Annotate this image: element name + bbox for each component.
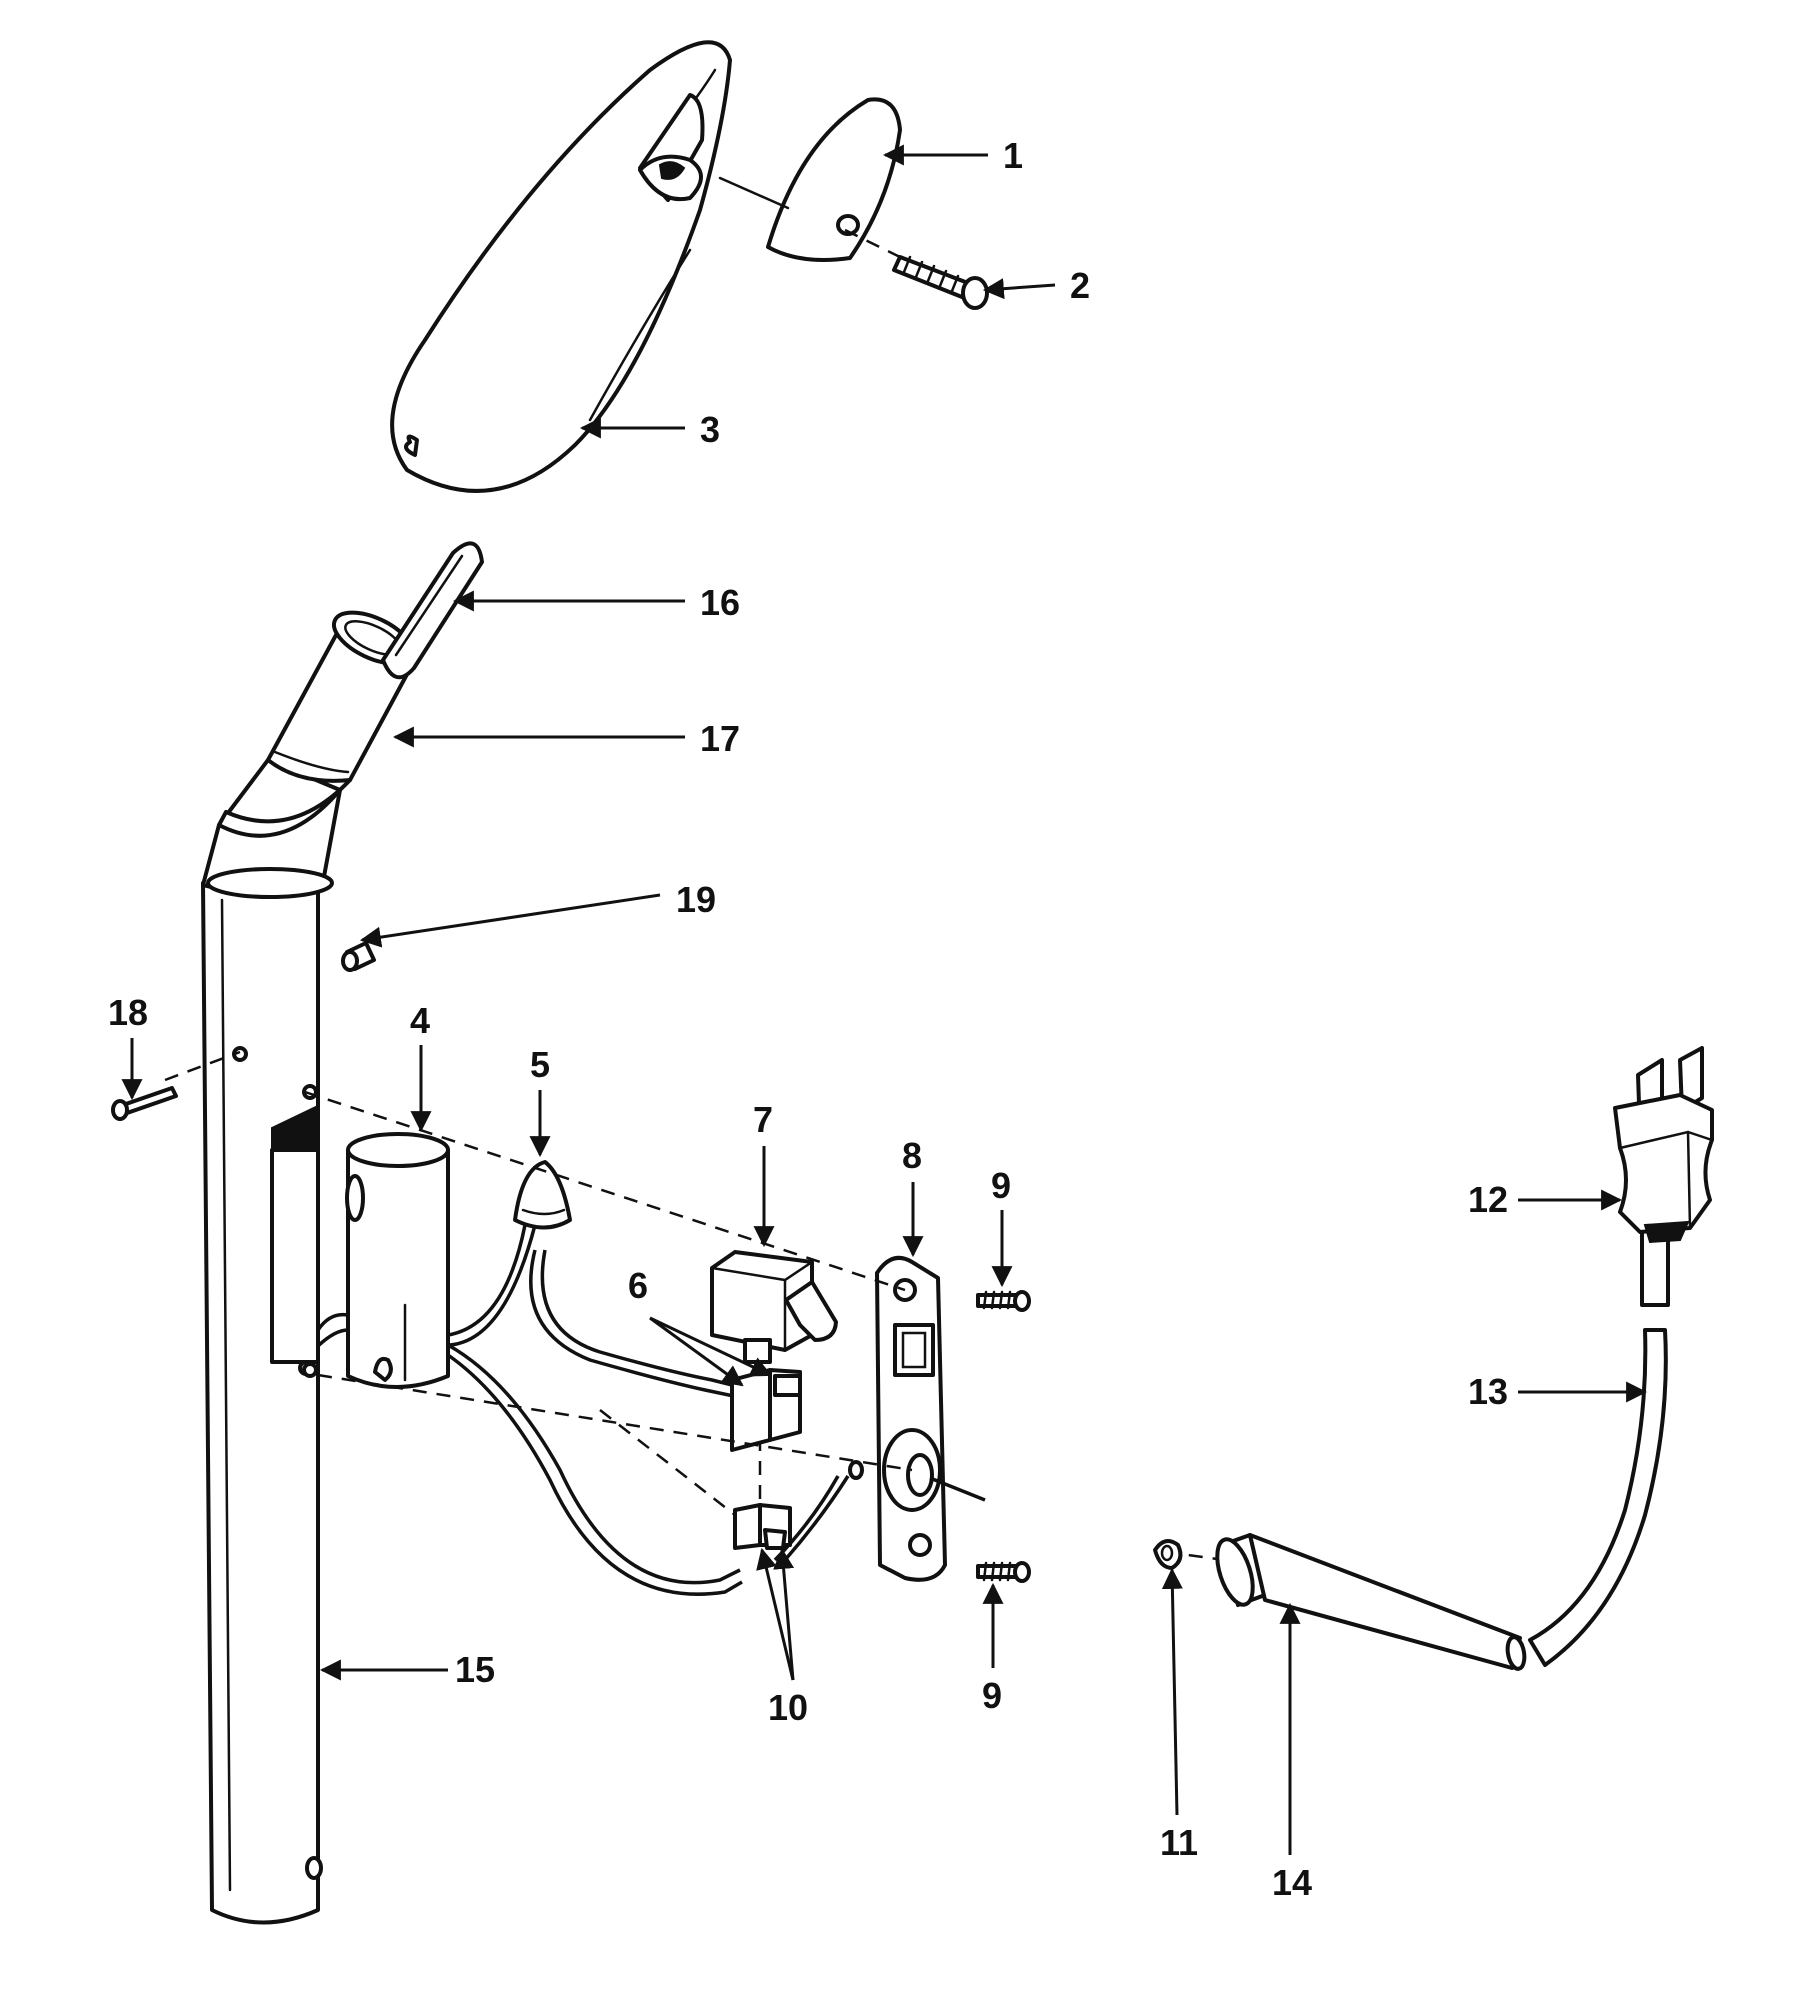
callout-1: 1 <box>1003 135 1023 176</box>
part-8-switch-plate <box>875 1255 986 1582</box>
part-9-screw-upper <box>976 1290 1031 1312</box>
callout-14: 14 <box>1272 1862 1312 1903</box>
part-15-handle-tube <box>201 881 323 1925</box>
callout-7: 7 <box>753 1099 773 1140</box>
callout-12: 12 <box>1468 1179 1508 1220</box>
part-7-switch <box>710 1250 838 1520</box>
callout-5: 5 <box>530 1044 550 1085</box>
leader-lines <box>121 144 1648 1855</box>
part-1-cap <box>718 97 902 262</box>
callout-8: 8 <box>902 1135 922 1176</box>
part-17-upper-tube <box>201 610 414 899</box>
callout-13: 13 <box>1468 1371 1508 1412</box>
callout-3: 3 <box>700 409 720 450</box>
callout-11: 11 <box>1160 1822 1198 1863</box>
part-10-connector <box>733 1503 792 1550</box>
callout-16: 16 <box>700 582 740 623</box>
callout-10: 10 <box>768 1687 808 1728</box>
callout-17: 17 <box>700 718 740 759</box>
part-3-handle-grip <box>390 40 732 493</box>
part-13-power-cord <box>1528 1228 1670 1667</box>
part-16-wire-loop <box>381 541 484 680</box>
callout-18: 18 <box>108 992 148 1033</box>
callout-9-upper: 9 <box>991 1165 1011 1206</box>
part-12-plug <box>1613 1046 1714 1244</box>
callout-labels: 1 2 3 16 17 19 18 4 5 7 8 9 6 10 9 15 12… <box>108 135 1508 1903</box>
part-6-terminals <box>730 1368 802 1452</box>
part-11-clip <box>1153 1539 1183 1570</box>
callout-4: 4 <box>410 1000 430 1041</box>
part-19-pin <box>341 941 376 972</box>
wiring <box>446 1224 864 1596</box>
part-4-switch-bracket <box>270 1084 450 1389</box>
callout-2: 2 <box>1070 265 1090 306</box>
part-2-screw <box>844 228 989 310</box>
callout-19: 19 <box>676 879 716 920</box>
part-9-screw-lower <box>976 1561 1031 1583</box>
part-5-wire-nut <box>513 1160 572 1230</box>
callout-6: 6 <box>628 1265 648 1306</box>
callout-15: 15 <box>455 1649 495 1690</box>
callout-9-lower: 9 <box>982 1675 1002 1716</box>
part-18-screw <box>111 1050 241 1121</box>
part-14-strain-relief <box>1215 1533 1527 1671</box>
